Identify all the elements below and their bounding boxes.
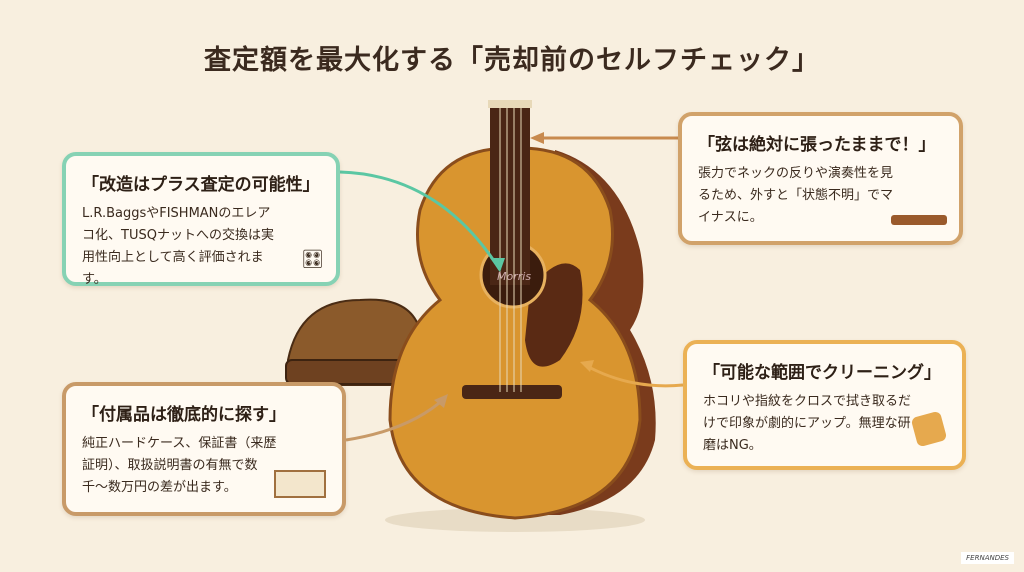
card-heading: 「可能な範囲でクリーニング」 [703, 363, 941, 383]
card-body: 張力でネックの反りや演奏性を見るため、外すと「状態不明」でマイナスに。 [698, 166, 894, 225]
card-body: ホコリや指紋をクロスで拭き取るだけで印象が劇的にアップ。無理な研磨はNG。 [703, 394, 912, 453]
card-strings: 「弦は絶対に張ったままで！」 張力でネックの反りや演奏性を見るため、外すと「状態… [678, 112, 963, 245]
card-accessories: 「付属品は徹底的に探す」 純正ハードケース、保証書（来歴証明）、取扱説明書の有無… [62, 382, 346, 516]
shadow [385, 508, 645, 532]
documents-icon [274, 470, 326, 498]
card-heading: 「弦は絶対に張ったままで！」 [698, 135, 936, 155]
brand-logo: FERNANDES [961, 552, 1014, 564]
pickup-nut-icon: 🎛 [301, 249, 324, 270]
page-title: 査定額を最大化する「売却前のセルフチェック」 [204, 45, 820, 76]
acoustic-guitar [388, 100, 656, 520]
cleaning-cloth-icon [910, 410, 948, 448]
card-modification: 「改造はプラス査定の可能性」 L.R.BaggsやFISHMANのエレアコ化、T… [62, 152, 340, 287]
card-body: 純正ハードケース、保証書（来歴証明）、取扱説明書の有無で数千〜数万円の差が出ます… [82, 436, 277, 495]
card-cleaning: 「可能な範囲でクリーニング」 ホコリや指紋をクロスで拭き取るだけで印象が劇的にア… [683, 340, 966, 470]
connector-arrows [339, 132, 684, 442]
card-heading: 「付属品は徹底的に探す」 [82, 405, 286, 425]
card-heading: 「改造はプラス査定の可能性」 [82, 175, 320, 195]
card-body: L.R.BaggsやFISHMANのエレアコ化、TUSQナットへの交換は実用性向… [82, 206, 274, 287]
guitar-headstock-icon [891, 215, 947, 225]
guitar-case-icon [285, 298, 423, 386]
guitar-brand: Morris [497, 270, 532, 283]
